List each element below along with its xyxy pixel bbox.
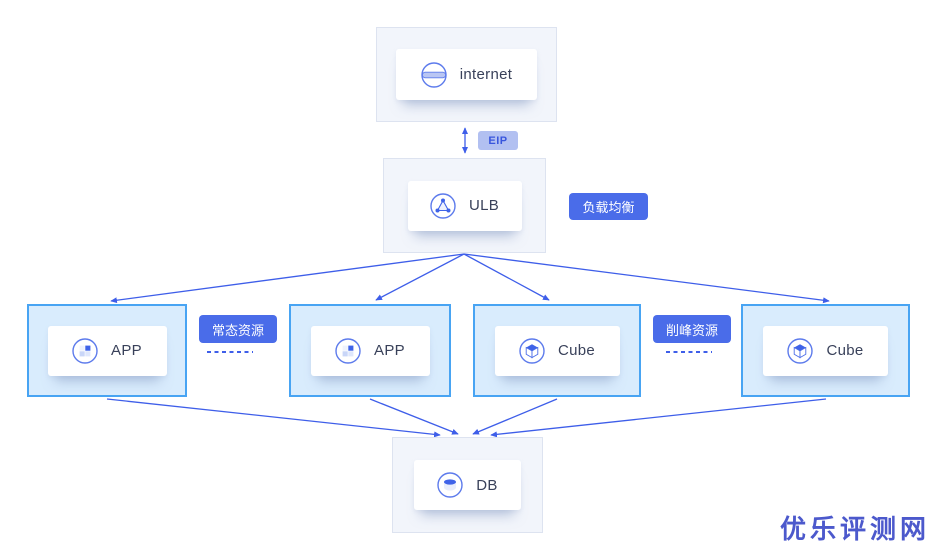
- node-cube1-label: Cube: [557, 342, 596, 359]
- node-ulb-label: ULB: [468, 197, 500, 214]
- database-icon: [437, 472, 463, 498]
- node-internet-label: internet: [459, 66, 513, 83]
- node-db-card: DB: [414, 460, 521, 510]
- internet-icon: [421, 61, 447, 88]
- app-icon: [335, 337, 361, 364]
- node-app2: APP: [289, 304, 451, 397]
- node-cube1-card: Cube: [494, 325, 620, 376]
- arrow-app1-db: [106, 398, 441, 438]
- arrow-ulb-cube1: [463, 253, 550, 301]
- normal-resources-badge: 常态资源: [199, 315, 277, 343]
- peak-resources-badge: 削峰资源: [653, 315, 731, 343]
- node-db: DB: [392, 437, 543, 533]
- load-balancer-badge: 负载均衡: [569, 193, 648, 220]
- node-app2-label: APP: [374, 342, 405, 359]
- cube-icon: [519, 337, 545, 364]
- node-ulb: ULB: [383, 158, 546, 253]
- load-balancer-icon: [430, 192, 456, 219]
- arrow-cube2-db: [490, 398, 827, 438]
- node-cube2-label: Cube: [826, 342, 864, 359]
- node-app2-card: APP: [310, 325, 430, 376]
- node-app1-card: APP: [47, 325, 167, 376]
- node-internet: internet: [376, 27, 557, 122]
- arrow-cube1-db: [472, 398, 558, 435]
- node-internet-card: internet: [396, 49, 537, 100]
- cube-icon: [787, 337, 814, 364]
- arrow-ulb-app2: [375, 253, 465, 301]
- app-icon: [72, 337, 98, 364]
- node-cube1: Cube: [473, 304, 641, 397]
- arrow-ulb-app1: [110, 253, 465, 304]
- node-app1-label: APP: [111, 342, 142, 359]
- node-cube2: Cube: [741, 304, 910, 397]
- node-cube2-card: Cube: [763, 325, 888, 376]
- arrow-app2-db: [369, 398, 459, 435]
- eip-badge: EIP: [478, 131, 518, 150]
- node-ulb-card: ULB: [407, 180, 522, 231]
- node-db-label: DB: [476, 476, 498, 494]
- arrow-ulb-cube2: [463, 253, 830, 304]
- watermark-text: 优乐评测网: [779, 514, 930, 544]
- node-app1: APP: [27, 304, 187, 397]
